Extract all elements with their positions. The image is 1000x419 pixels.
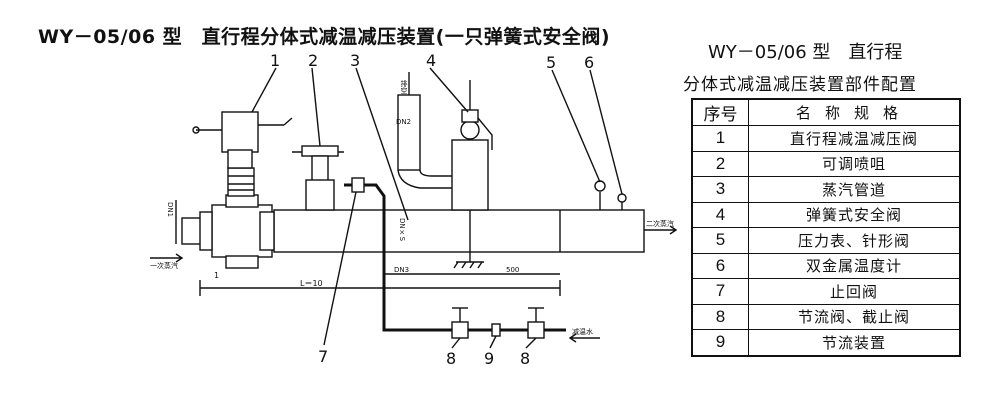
water-line xyxy=(344,183,566,332)
callout-7: 7 xyxy=(318,347,328,366)
thermometer-icon xyxy=(617,193,627,203)
callout-8-right: 8 xyxy=(520,349,530,368)
row-no: 3 xyxy=(691,176,749,203)
nozzle-body xyxy=(305,179,335,211)
row-name: 蒸汽管道 xyxy=(748,176,961,203)
callout-6: 6 xyxy=(584,53,594,72)
process-diagram: 1 2 3 4 5 6 7 8 9 8 排空 DN2 DN1 一次蒸汽 二次蒸汽… xyxy=(150,51,678,368)
row-name: 弹簧式安全阀 xyxy=(748,201,961,228)
check-valve xyxy=(351,177,365,193)
stop-valve-left xyxy=(451,321,469,339)
nozzle-handwheel xyxy=(301,145,339,157)
row-name: 节流装置 xyxy=(748,329,961,356)
throttle-device xyxy=(491,323,501,337)
row-no: 6 xyxy=(691,252,749,279)
row-no: 9 xyxy=(691,329,749,356)
callout-3: 3 xyxy=(350,51,360,70)
row-name: 止回阀 xyxy=(748,278,961,305)
table-title-line1: WY－05/06 型 直行程 xyxy=(708,42,903,63)
callout-9: 9 xyxy=(484,349,494,368)
exhaust-pipe xyxy=(397,94,421,171)
diagram-title: WY－05/06 型 直行程分体式减温减压装置(一只弹簧式安全阀) xyxy=(38,26,611,48)
header-name: 名称规格 xyxy=(748,98,961,126)
row-name: 压力表、针形阀 xyxy=(748,227,961,254)
label-dn2-top: DN2 xyxy=(396,118,411,126)
safety-valve-body xyxy=(451,139,489,211)
row-no: 5 xyxy=(691,227,749,254)
label-desuperheating-water: 减温水 xyxy=(572,327,593,336)
callout-2: 2 xyxy=(308,51,318,70)
row-name: 节流阀、截止阀 xyxy=(748,303,961,330)
label-dn-s: DN×S xyxy=(398,218,406,242)
callout-1: 1 xyxy=(270,51,280,70)
callout-5: 5 xyxy=(546,53,556,72)
header-no: 序号 xyxy=(691,98,749,126)
steam-pipe xyxy=(273,209,645,253)
row-no: 4 xyxy=(691,201,749,228)
label-dn3: DN3 xyxy=(394,266,409,274)
row-name: 可调喷咀 xyxy=(748,150,961,177)
row-no: 2 xyxy=(691,150,749,177)
row-no: 7 xyxy=(691,278,749,305)
label-dim-l: L＝10 xyxy=(300,279,323,288)
row-no: 1 xyxy=(691,125,749,152)
table-header-row: 序号 名称规格 xyxy=(691,98,961,126)
pressure-gauge-icon xyxy=(594,180,606,192)
actuator xyxy=(221,111,259,153)
row-no: 8 xyxy=(691,303,749,330)
callout-4: 4 xyxy=(426,51,436,70)
label-exhaust: 排空 xyxy=(400,79,408,94)
label-dim-500: 500 xyxy=(506,266,519,274)
table-title-line2: 分体式减温减压装置部件配置 xyxy=(683,75,917,95)
row-name: 双金属温度计 xyxy=(748,252,961,279)
callout-8-left: 8 xyxy=(446,349,456,368)
row-name: 直行程减温减压阀 xyxy=(748,125,961,152)
label-dim-1: 1 xyxy=(214,271,219,280)
label-primary-steam: 一次蒸汽 xyxy=(150,261,178,270)
stop-valve-right xyxy=(527,321,545,339)
label-secondary-steam: 二次蒸汽 xyxy=(646,219,674,228)
label-dn1: DN1 xyxy=(166,202,174,217)
